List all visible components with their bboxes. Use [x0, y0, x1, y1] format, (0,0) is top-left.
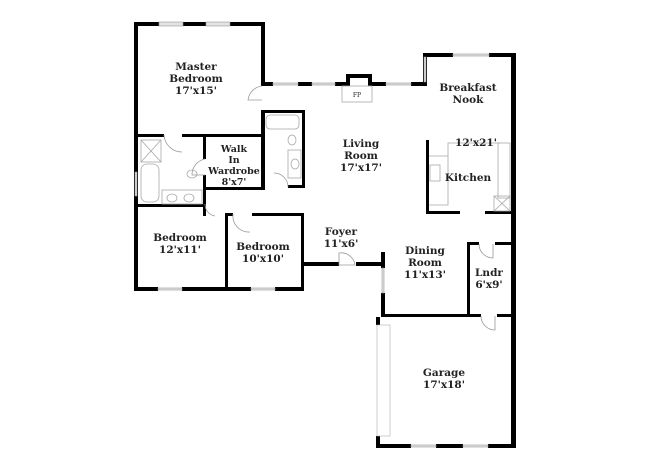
nook-name-1: Breakfast: [439, 82, 496, 94]
bedroom-3-dims: 10'x10': [242, 253, 284, 265]
master-bedroom-name-1: Master: [175, 61, 217, 73]
door-bedroom-2: [204, 203, 216, 217]
kitchen-dims: 12'x21': [455, 137, 497, 149]
front-door: [338, 252, 356, 266]
bedroom-3-name: Bedroom: [236, 241, 290, 253]
wardrobe-name-1: Walk: [220, 144, 248, 155]
door-master-bath: [163, 134, 183, 153]
laundry-dims: 6'x9': [475, 279, 502, 291]
kitchen-name: Kitchen: [445, 172, 492, 184]
laundry-name: Lndr: [475, 267, 503, 279]
foyer-dims: 11'x6': [324, 238, 359, 250]
dining-name-1: Dining: [405, 245, 445, 257]
dining-name-2: Room: [408, 257, 442, 269]
garage-name: Garage: [423, 367, 465, 379]
wardrobe-name-3: Wardrobe: [207, 166, 260, 177]
shower: [140, 139, 162, 163]
fixtures: [140, 85, 511, 212]
room-labels: FP Master Bedroom 17'x15' Walk In Wardro…: [153, 61, 503, 391]
garage-dims: 17'x18': [423, 379, 465, 391]
fireplace-label: FP: [353, 92, 361, 99]
master-bedroom-name-2: Bedroom: [169, 73, 223, 85]
nook-name-2: Nook: [453, 94, 485, 106]
door-wardrobe: [191, 158, 206, 176]
door-master: [247, 85, 263, 101]
walls: [134, 22, 516, 448]
living-room-name-2: Room: [344, 150, 378, 162]
master-bedroom-dims: 17'x15': [175, 85, 217, 97]
bedroom-2-dims: 12'x11': [159, 244, 201, 256]
foyer-name: Foyer: [325, 226, 358, 238]
hall-tub: [265, 114, 300, 130]
fireplace-hearth: [341, 85, 373, 103]
door-laundry: [478, 243, 494, 259]
bedroom-2-name: Bedroom: [153, 232, 207, 244]
windows: [134, 21, 490, 448]
living-room-dims: 17'x17': [340, 162, 382, 174]
toilet: [186, 169, 198, 179]
bathtub: [140, 163, 160, 203]
doors: [163, 85, 496, 331]
dining-dims: 11'x13': [404, 269, 446, 281]
door-hall-bath: [273, 172, 289, 188]
door-garage: [480, 315, 496, 331]
wardrobe-dims: 8'x7': [222, 177, 247, 188]
wardrobe-name-2: In: [228, 155, 239, 166]
door-bedroom-3: [232, 213, 251, 233]
living-room-name-1: Living: [343, 138, 380, 150]
